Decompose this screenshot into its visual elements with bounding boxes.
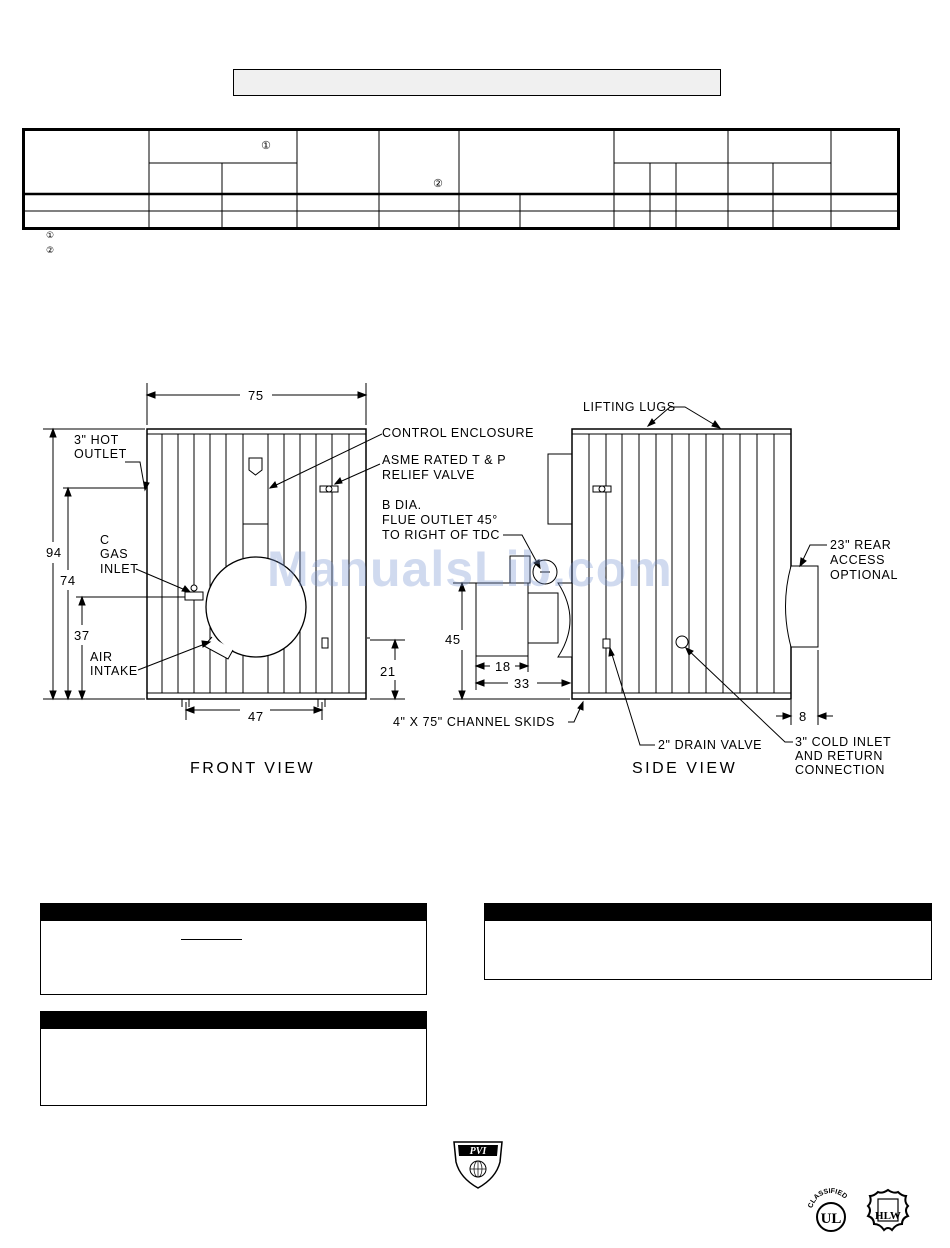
- side-dimensions: [453, 581, 833, 725]
- side-leaders: [503, 406, 827, 746]
- footnote-marker-1: ①: [261, 139, 271, 152]
- air-intake-label-1: AIR: [90, 650, 113, 664]
- flue-outlet-label-3: TO RIGHT OF TDC: [382, 528, 500, 542]
- front-height-74: 74: [60, 573, 76, 588]
- info-panel-left-bottom: [40, 1011, 427, 1106]
- gas-inlet-label-1: C: [100, 533, 110, 547]
- info-panel-left-top: [40, 903, 427, 995]
- underline-rule: [181, 939, 242, 940]
- front-leaders: [125, 433, 383, 671]
- front-height-94: 94: [46, 545, 62, 560]
- hlw-text: HLW: [875, 1210, 901, 1222]
- spec-table-grid: [25, 131, 897, 227]
- front-height-21: 21: [380, 664, 396, 679]
- info-panel-right: [484, 903, 932, 980]
- side-dim-8: 8: [799, 709, 807, 724]
- side-dim-33: 33: [514, 676, 530, 691]
- title-box: [233, 69, 721, 96]
- cold-inlet-label-3: CONNECTION: [795, 763, 885, 777]
- side-height-45: 45: [445, 632, 461, 647]
- gas-inlet-label-3: INLET: [100, 562, 138, 576]
- front-view-label: FRONT VIEW: [190, 760, 315, 777]
- channel-skids-label: 4" X 75" CHANNEL SKIDS: [393, 715, 555, 729]
- front-view-body: [146, 428, 370, 707]
- front-width-dim: 75: [248, 388, 264, 403]
- panel-header-bar: [485, 904, 931, 921]
- front-skid-width: 47: [248, 709, 264, 724]
- drain-valve-label: 2" DRAIN VALVE: [658, 738, 762, 752]
- control-enclosure-label: CONTROL ENCLOSURE: [382, 426, 534, 440]
- watermark: ManualsLib.com: [267, 541, 673, 597]
- lifting-lugs-label: LIFTING LUGS: [583, 400, 676, 414]
- front-height-37: 37: [74, 628, 90, 643]
- footnote-2: ②: [46, 246, 55, 256]
- relief-valve-label-1: ASME RATED T & P: [382, 453, 506, 467]
- side-view-label: SIDE VIEW: [632, 760, 737, 777]
- side-dim-18: 18: [495, 659, 511, 674]
- footnote-marker-2: ②: [433, 177, 443, 190]
- gas-inlet-label-2: GAS: [100, 547, 128, 561]
- hot-outlet-label-1: 3" HOT: [74, 433, 119, 447]
- hlw-stamp-icon: HLW: [866, 1188, 910, 1232]
- front-dimensions: [43, 383, 405, 720]
- spec-table: ① ②: [22, 128, 900, 230]
- panel-header-bar: [41, 1012, 426, 1029]
- cold-inlet-label-1: 3" COLD INLET: [795, 735, 891, 749]
- hot-outlet-label-2: OUTLET: [74, 447, 127, 461]
- pvi-logo-icon: PVI: [453, 1141, 503, 1189]
- cold-inlet-label-2: AND RETURN: [795, 749, 883, 763]
- flue-outlet-label-1: B DIA.: [382, 498, 422, 512]
- air-intake-label-2: INTAKE: [90, 664, 138, 678]
- relief-valve-label-2: RELIEF VALVE: [382, 468, 475, 482]
- footnote-1: ①: [46, 231, 55, 241]
- rear-access-label-3: OPTIONAL: [830, 568, 898, 582]
- ul-text: UL: [821, 1211, 842, 1227]
- side-view-body: [475, 428, 819, 700]
- rear-access-label-2: ACCESS: [830, 553, 885, 567]
- panel-header-bar: [41, 904, 426, 921]
- pvi-logo-text: PVI: [470, 1146, 488, 1157]
- ul-classified-icon: CLASSIFIED UL: [807, 1188, 848, 1232]
- technical-drawing: 75 3" HOT OUTLET 94 74 37 C GAS INLET AI…: [43, 383, 898, 777]
- flue-outlet-label-2: FLUE OUTLET 45°: [382, 513, 498, 527]
- rear-access-label-1: 23" REAR: [830, 538, 891, 552]
